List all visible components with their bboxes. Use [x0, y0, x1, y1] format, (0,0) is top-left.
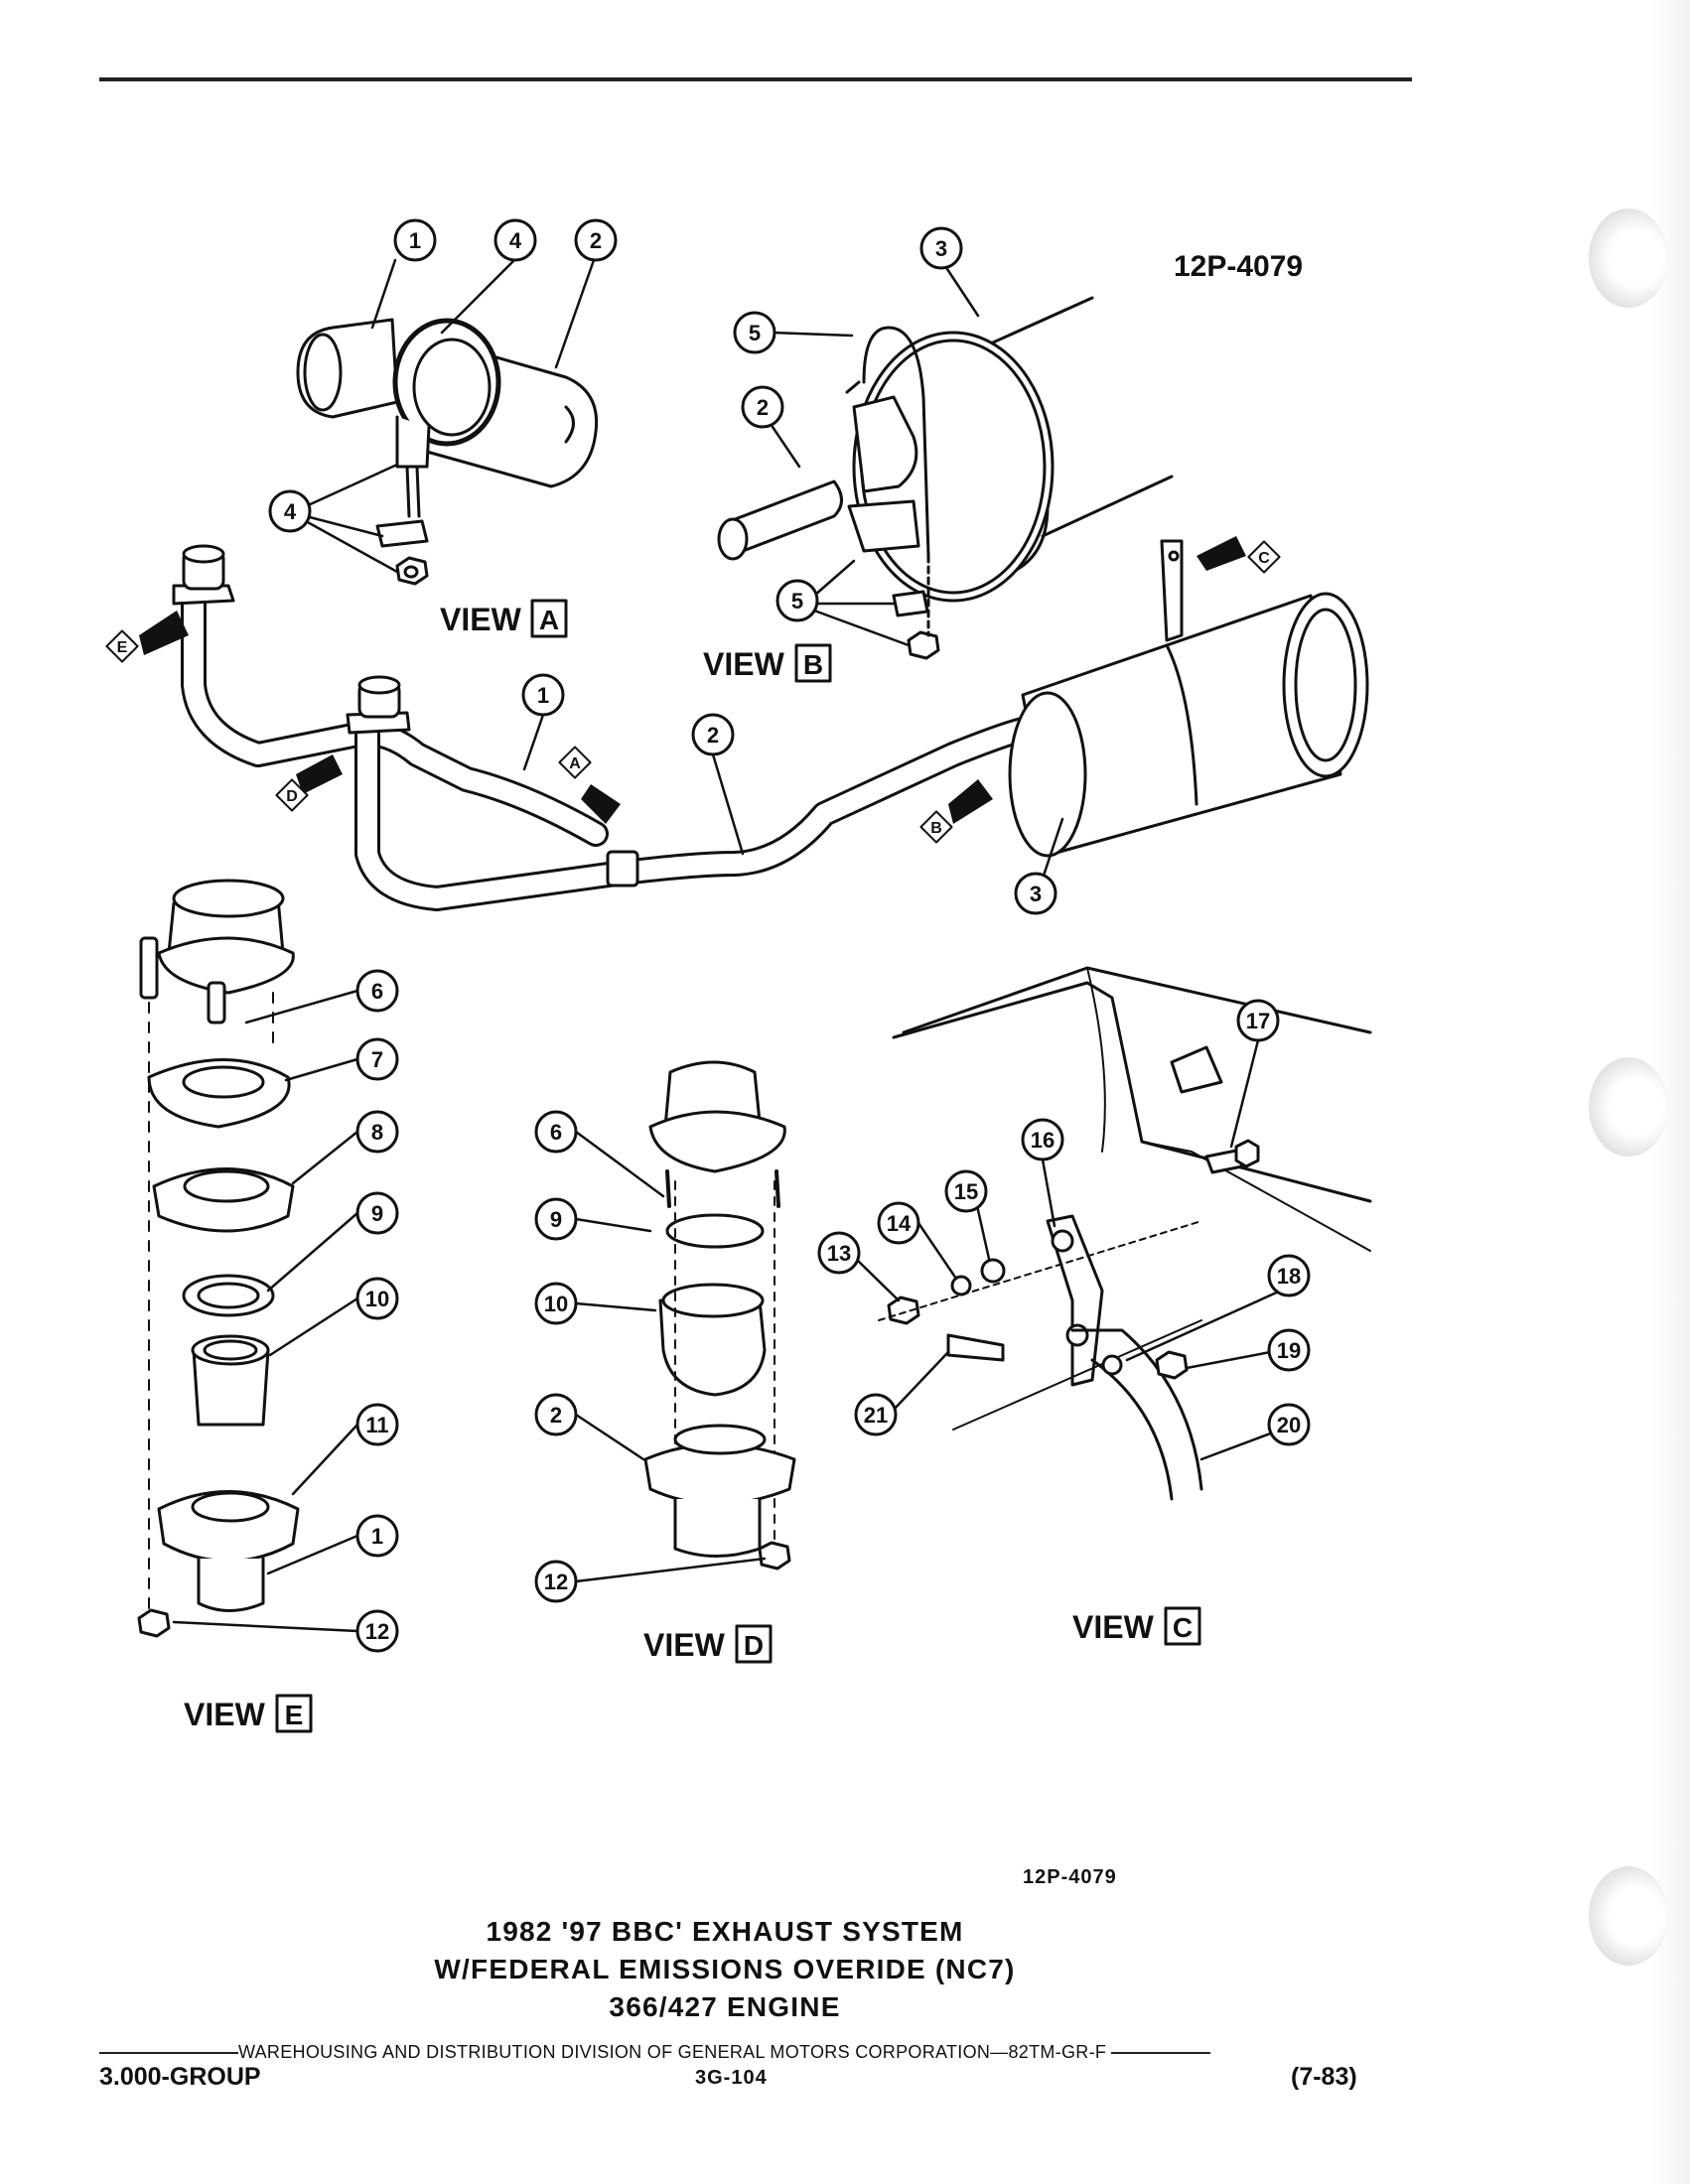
view-b-letter: B [803, 649, 823, 680]
leader-lines [172, 258, 1283, 1633]
callout-8-view-e: 8 [371, 1120, 383, 1145]
callout-14-view-c: 14 [887, 1211, 912, 1236]
footer-division-text: WAREHOUSING AND DISTRIBUTION DIVISION OF… [238, 2042, 1107, 2062]
view-b-illustration [717, 296, 1174, 660]
view-arrow-e [139, 611, 189, 655]
arrow-badge-d: D [286, 788, 298, 805]
view-a-illustration [296, 318, 599, 586]
view-d-label: VIEW [643, 1627, 726, 1663]
view-arrows [139, 536, 1246, 824]
arrow-badge-c: C [1258, 550, 1270, 567]
view-arrow-c [1197, 536, 1246, 571]
callout-2-view-d: 2 [550, 1403, 562, 1428]
callout-2-view-a: 2 [590, 228, 602, 253]
footer-group: 3.000-GROUP [99, 2063, 261, 2091]
callout-18-view-c: 18 [1277, 1264, 1301, 1289]
footer-division-line: WAREHOUSING AND DISTRIBUTION DIVISION OF… [99, 2042, 1380, 2063]
callout-7-view-e: 7 [371, 1047, 383, 1072]
callout-10-view-d: 10 [544, 1292, 568, 1316]
binder-hole-top [1589, 208, 1668, 308]
callout-circles [268, 218, 1311, 1653]
view-c-letter: C [1173, 1612, 1193, 1643]
callout-19-view-c: 19 [1277, 1338, 1301, 1363]
callout-17-view-c: 17 [1246, 1009, 1270, 1033]
arrow-badge-b: B [930, 820, 942, 837]
view-arrow-a [581, 784, 621, 824]
view-e-illustration [137, 879, 300, 1638]
footer-rule-left [99, 2052, 238, 2055]
view-a-label: VIEW [440, 602, 522, 637]
view-a-letter: A [539, 605, 559, 635]
caption-title: 1982 '97 BBC' EXHAUST SYSTEM [486, 1916, 964, 1947]
callout-1-view-e: 1 [371, 1524, 383, 1549]
callout-21-view-c: 21 [864, 1403, 888, 1428]
footer-page-number: 3G-104 [695, 2067, 768, 2089]
view-c-label: VIEW [1072, 1609, 1155, 1645]
callout-1-view-a: 1 [409, 228, 421, 253]
caption-engine: 366/427 ENGINE [609, 1991, 841, 2022]
callout-9-view-d: 9 [550, 1207, 562, 1232]
callout-2-main: 2 [707, 723, 719, 748]
view-arrow-d [296, 754, 343, 794]
view-d-letter: D [744, 1630, 764, 1661]
callout-20-view-c: 20 [1277, 1413, 1301, 1437]
callout-9-view-e: 9 [371, 1201, 383, 1226]
callout-5-view-b-lower: 5 [791, 589, 803, 614]
callout-5-view-b: 5 [749, 321, 761, 345]
view-d-illustration [643, 1060, 796, 1570]
binder-hole-bottom [1589, 1866, 1668, 1966]
figure-code-top: 12P-4079 [1174, 250, 1304, 283]
footer-rule-right [1111, 2052, 1211, 2055]
view-e-label: VIEW [184, 1697, 266, 1732]
callout-10-view-e: 10 [365, 1287, 389, 1311]
callout-3-main: 3 [1030, 882, 1042, 906]
callout-3-view-b: 3 [935, 236, 947, 261]
callout-6-view-e: 6 [371, 979, 383, 1004]
view-arrow-b [948, 779, 993, 824]
view-e-letter: E [285, 1700, 304, 1730]
callout-4-view-a: 4 [509, 228, 522, 253]
main-exhaust-assembly [172, 539, 1369, 911]
arrow-badge-e: E [117, 639, 128, 656]
callout-12-view-d: 12 [544, 1570, 568, 1594]
arrow-badge-a: A [569, 755, 581, 772]
caption-subtitle: W/FEDERAL EMISSIONS OVERIDE (NC7) [434, 1954, 1016, 1984]
view-c-illustration [878, 966, 1372, 1501]
footer-revision: (7-83) [1291, 2063, 1357, 2091]
header-rule [99, 77, 1412, 81]
callout-6-view-d: 6 [550, 1120, 562, 1145]
callout-13-view-c: 13 [827, 1241, 851, 1266]
figure-code-bottom: 12P-4079 [1023, 1866, 1117, 1888]
callout-1-main: 1 [537, 683, 549, 708]
callout-11-view-e: 11 [365, 1413, 388, 1437]
binder-hole-middle [1589, 1057, 1668, 1157]
callout-16-view-c: 16 [1031, 1128, 1055, 1153]
callout-12-view-e: 12 [365, 1619, 389, 1644]
callout-4-view-a-lower: 4 [284, 499, 297, 524]
callout-2-view-b: 2 [757, 395, 769, 420]
callout-15-view-c: 15 [954, 1179, 978, 1204]
view-b-label: VIEW [703, 646, 785, 682]
